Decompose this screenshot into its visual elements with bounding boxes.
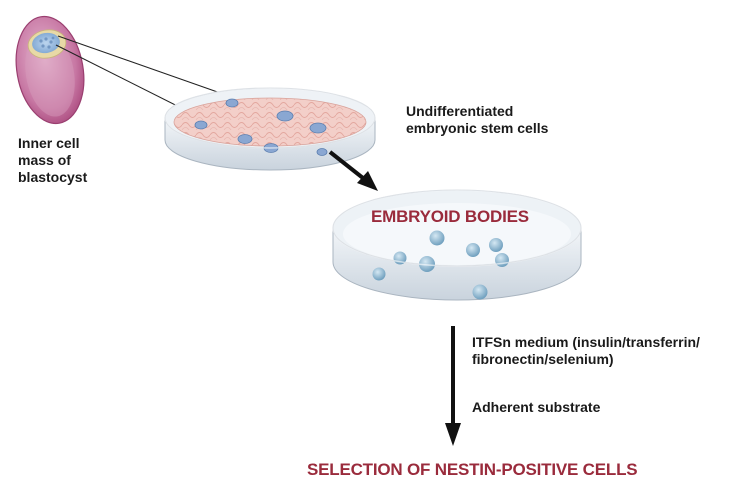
blastocyst-illustration: [15, 15, 85, 125]
undifferentiated-cells-label: Undifferentiated embryonic stem cells: [406, 103, 548, 137]
diagonal-arrow: [328, 150, 378, 191]
stem-cells: [194, 98, 328, 156]
itfsn-line-1: ITFSn medium (insulin/transferrin/: [472, 334, 700, 350]
inner-cell-mass-line-2: mass of: [18, 152, 71, 168]
inner-cell-mass-label: Inner cell mass of blastocyst: [18, 135, 87, 186]
itfsn-line-2: fibronectin/selenium): [472, 351, 614, 367]
embryoid-bodies-title: EMBRYOID BODIES: [371, 207, 529, 226]
embryoid-bodies: [372, 230, 509, 300]
adherent-substrate-label: Adherent substrate: [472, 399, 601, 415]
stem-cell-dish: [164, 87, 376, 171]
inner-cell-mass-line-3: blastocyst: [18, 169, 88, 185]
undifferentiated-line-2: embryonic stem cells: [406, 120, 549, 136]
vertical-arrow: [445, 326, 461, 446]
inner-cell-mass-line-1: Inner cell: [18, 135, 80, 151]
itfsn-medium-label: ITFSn medium (insulin/transferrin/ fibro…: [472, 334, 700, 368]
embryoid-dish: [332, 189, 582, 301]
undifferentiated-line-1: Undifferentiated: [406, 103, 514, 119]
selection-title: SELECTION OF NESTIN-POSITIVE CELLS: [307, 460, 638, 479]
